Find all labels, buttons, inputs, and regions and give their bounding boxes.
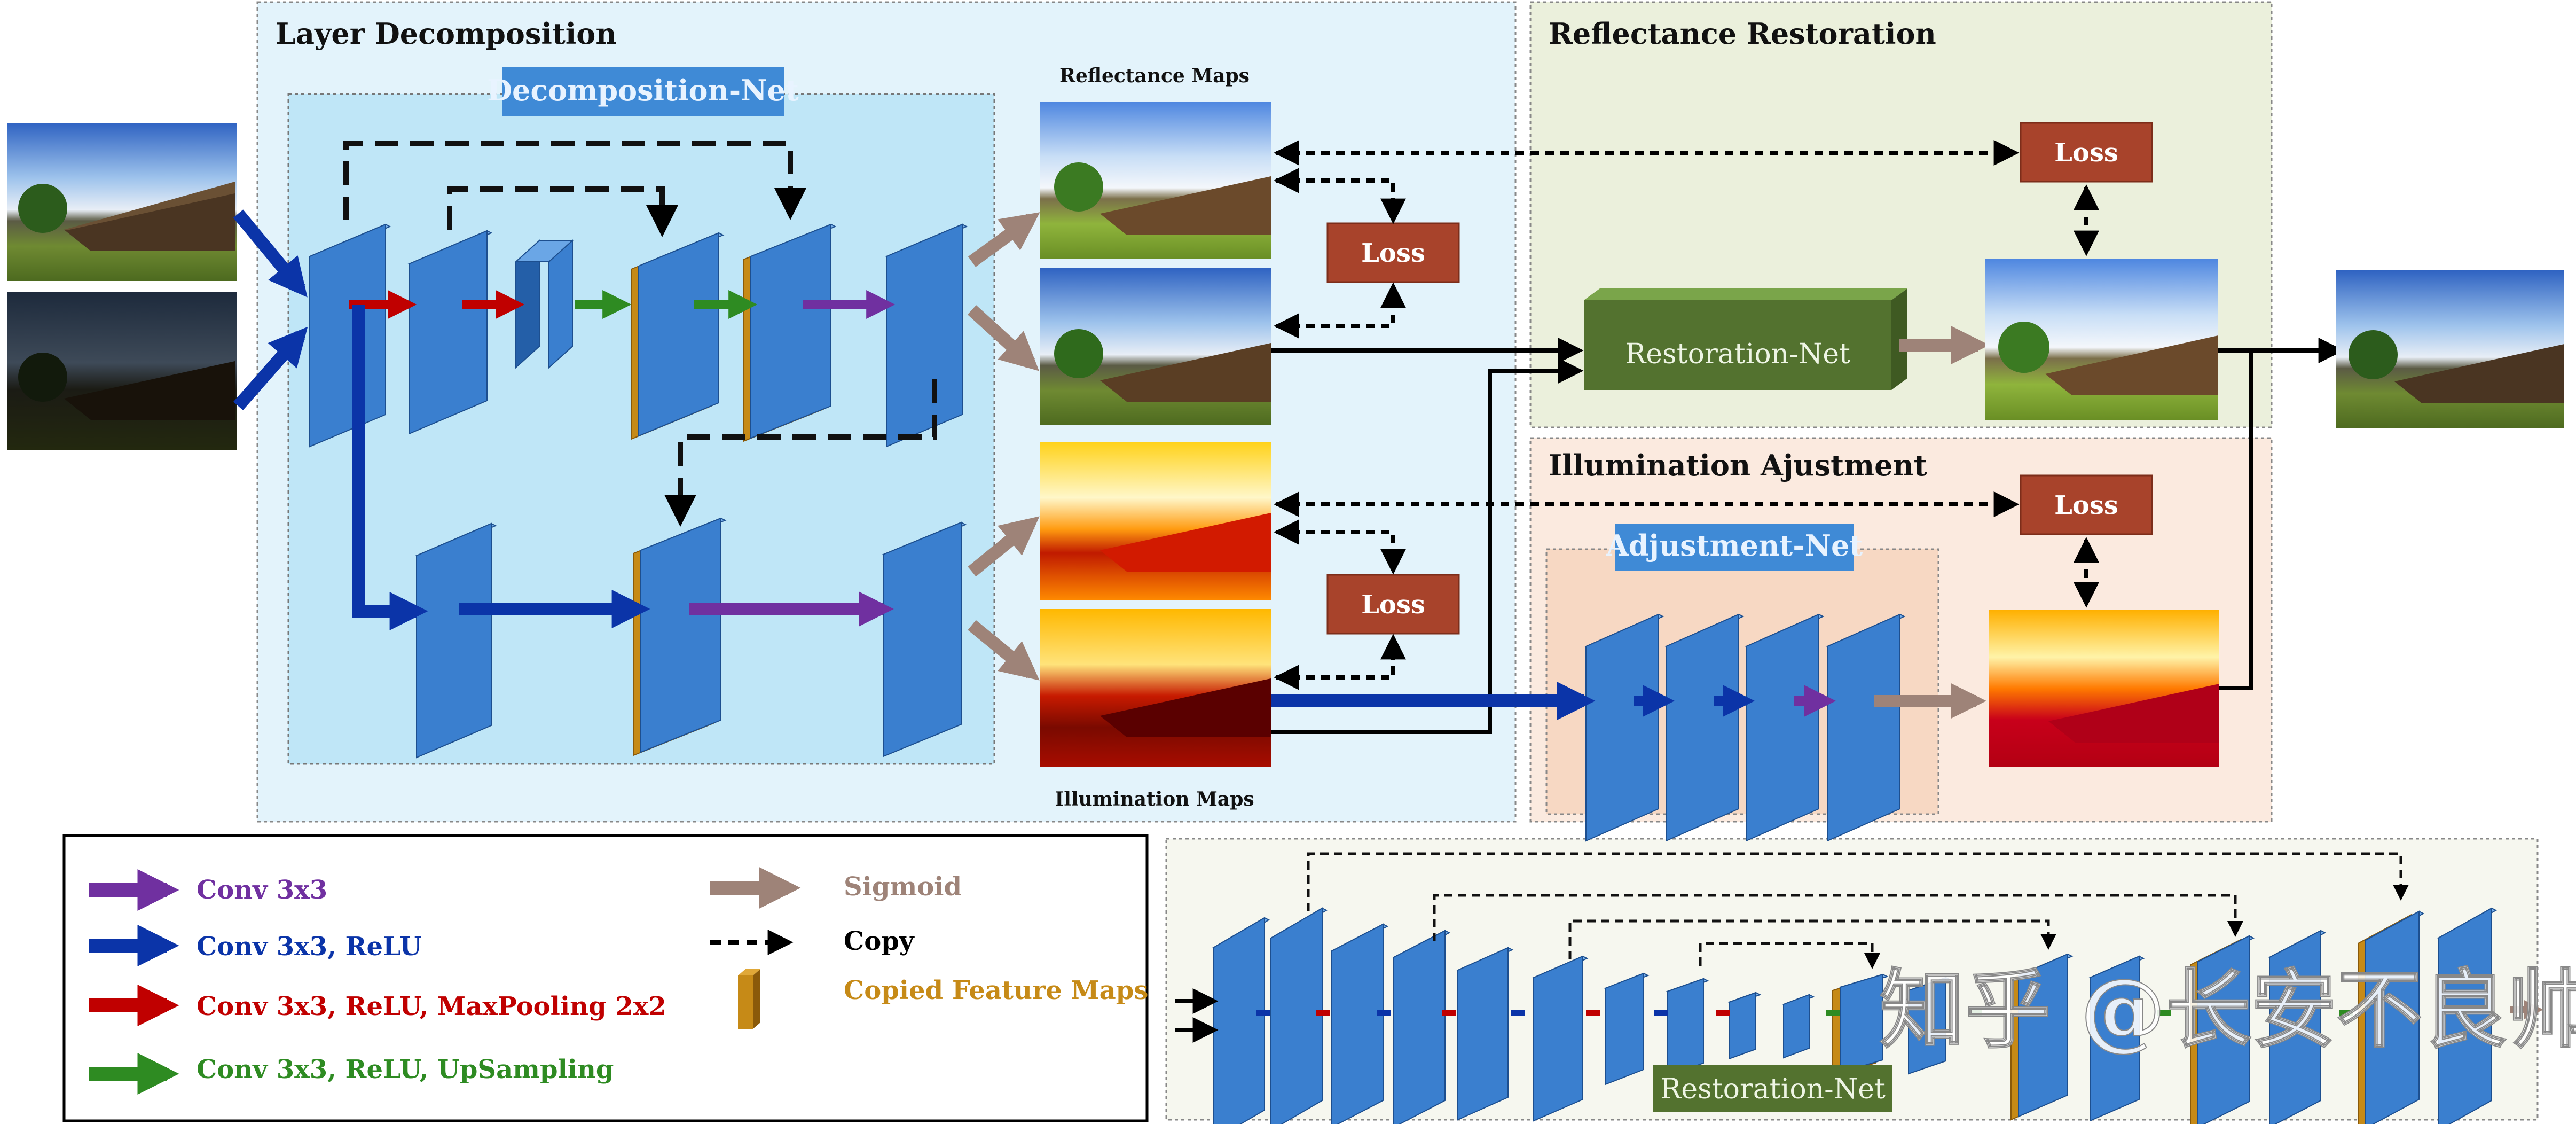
sigmoid-arrows (967, 212, 1040, 681)
decomp-layer-3 (514, 239, 574, 369)
input-image-normal (7, 123, 237, 281)
svg-text:Sigmoid: Sigmoid (844, 872, 962, 902)
loss-box-restoration: Loss (2020, 122, 2153, 183)
svg-text:Conv 3x3, ReLU, UpSampling: Conv 3x3, ReLU, UpSampling (197, 1055, 614, 1084)
restoration-detail-layer-8 (1666, 978, 1709, 1077)
illumination-map-low-light (1040, 609, 1271, 767)
illumination-map-normal (1040, 442, 1271, 600)
svg-text:Loss: Loss (2054, 138, 2118, 168)
decomposition-net-label: Decomposition-Net (487, 73, 799, 107)
adjustment-net-label-bg (1615, 524, 1854, 571)
restoration-detail-layer-3 (1330, 923, 1389, 1124)
decomposition-skip-connections (343, 140, 937, 527)
input-image-low-light (7, 292, 237, 450)
adjust-layer-4 (1826, 613, 1906, 842)
restoration-detail-layer-4 (1392, 930, 1451, 1124)
legend-conv-relu: Conv 3x3, ReLU (89, 925, 422, 966)
decomposition-net-label-bg (502, 67, 784, 116)
restoration-detail-layer-11 (1832, 973, 1889, 1077)
watermark: 知乎 @长安不良帅 (1880, 959, 2576, 1060)
loss-box-reflectance: Loss (1326, 222, 1460, 283)
adjusted-illumination-image (1989, 610, 2219, 767)
restored-reflectance-image (1985, 259, 2218, 420)
illumination-adjustment-title: Illumination Ajustment (1549, 448, 1927, 482)
decomp-layer-9 (882, 521, 967, 758)
restoration-net-detail-label-bg (1653, 1065, 1892, 1112)
restoration-detail-layer-15 (2190, 935, 2255, 1124)
legend-copy: Copy (710, 926, 915, 956)
legend-conv-relu-pool: Conv 3x3, ReLU, MaxPooling 2x2 (89, 985, 666, 1026)
restoration-net-label: Restoration-Net (1625, 338, 1850, 370)
adjustment-layers (1584, 613, 1906, 842)
decomp-layer-5 (743, 223, 837, 442)
decomposition-layers (308, 223, 968, 759)
restoration-detail-layer-14 (2088, 955, 2145, 1122)
final-output-image (2336, 270, 2564, 428)
legend-copied-feature-maps: Copied Feature Maps (738, 969, 1148, 1029)
svg-text:Loss: Loss (2054, 490, 2118, 520)
restoration-detail-skip-connections (1307, 852, 2409, 969)
decomp-layer-2 (407, 230, 493, 435)
restoration-detail-layer-1 (1212, 917, 1270, 1124)
layer-decomposition-title: Layer Decomposition (276, 17, 617, 51)
svg-text:Conv 3x3, ReLU: Conv 3x3, ReLU (197, 932, 422, 962)
restoration-detail-layer-18 (2437, 907, 2498, 1124)
restoration-detail-layer-13 (2010, 953, 2074, 1121)
decomp-layer-7 (415, 522, 497, 759)
svg-text:Loss: Loss (1361, 590, 1425, 620)
restoration-detail-layer-5 (1456, 947, 1514, 1121)
loss-box-adjustment: Loss (2020, 474, 2153, 535)
decomp-layer-6 (885, 223, 968, 448)
loss-box-illumination: Loss (1326, 574, 1460, 635)
legend-conv-relu-up: Conv 3x3, ReLU, UpSampling (89, 1053, 614, 1095)
adjust-layer-3 (1745, 613, 1825, 842)
restoration-detail-layer-9 (1727, 992, 1762, 1060)
reflectance-maps-label: Reflectance Maps (1059, 65, 1250, 87)
main-flow-lines (1271, 338, 2344, 734)
adjust-layer-1 (1584, 613, 1664, 842)
decomposition-flow-arrows (349, 290, 896, 630)
restoration-detail-layer-17 (2358, 910, 2425, 1124)
svg-text:Conv 3x3: Conv 3x3 (197, 875, 327, 905)
legend-sigmoid: Sigmoid (710, 867, 962, 909)
illumination-maps-label: Illumination Maps (1055, 788, 1254, 810)
svg-text:Loss: Loss (1361, 238, 1425, 268)
adjustment-net-label: Adjustment-Net (1606, 528, 1863, 563)
restoration-detail-input-arrows (1175, 988, 1219, 1043)
restoration-detail-layer-7 (1604, 972, 1650, 1086)
restoration-detail-layer-10 (1782, 994, 1815, 1059)
svg-text:Copied Feature Maps: Copied Feature Maps (844, 975, 1148, 1005)
reflectance-map-normal (1040, 102, 1271, 259)
legend-conv: Conv 3x3 (89, 869, 327, 911)
restoration-detail-layer-12 (1907, 977, 1952, 1075)
restoration-detail-layer-6 (1532, 955, 1589, 1122)
decomp-layer-1 (308, 223, 391, 448)
restoration-net-detail-layers (1212, 907, 2498, 1124)
reflectance-map-low-light (1040, 268, 1271, 425)
restoration-detail-layer-16 (2268, 930, 2327, 1124)
legend-panel (62, 834, 1149, 1122)
adjust-layer-2 (1664, 613, 1745, 842)
restoration-detail-layer-2 (1269, 907, 1328, 1124)
reflectance-restoration-title: Reflectance Restoration (1549, 17, 1936, 51)
decomp-layer-4 (631, 232, 725, 440)
restoration-net-block (1584, 288, 1907, 390)
loss-connections (1274, 140, 2099, 690)
svg-text:Conv 3x3, ReLU, MaxPooling 2x2: Conv 3x3, ReLU, MaxPooling 2x2 (197, 992, 666, 1021)
restoration-net-detail-label: Restoration-Net (1660, 1073, 1886, 1105)
decomp-layer-8 (633, 517, 727, 756)
svg-text:Copy: Copy (844, 926, 915, 956)
